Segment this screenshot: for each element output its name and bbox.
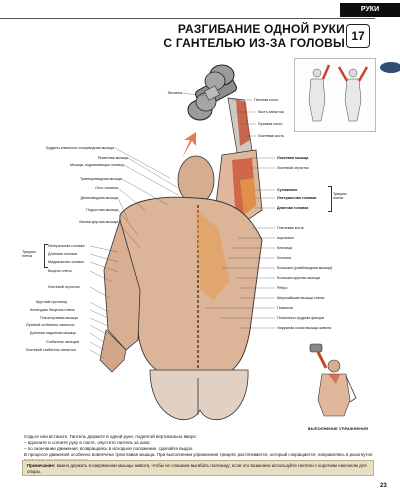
label-right-12: Лопатка bbox=[277, 256, 291, 260]
page-number: 23 bbox=[380, 483, 387, 489]
header-rule bbox=[0, 18, 375, 19]
label-right-14: Большая круглая мышца bbox=[277, 276, 320, 280]
label-right-5: Локтевой отросток bbox=[277, 166, 309, 170]
label-left-8: Малая круглая мышца bbox=[79, 220, 118, 224]
exercise-inset-figure bbox=[309, 343, 357, 417]
label-phalanx: Фаланга bbox=[167, 91, 182, 95]
label-right-8: Длинная головка bbox=[277, 206, 309, 210]
label-left-16: Плечелучевая мышца bbox=[40, 316, 78, 320]
label-right-1: Кость запястья bbox=[258, 110, 284, 114]
note-label: Примечание: bbox=[27, 463, 56, 468]
description-line-2: – по окончании движения, возвращаясь в и… bbox=[24, 446, 194, 451]
label-left-2: Ременная мышца bbox=[97, 156, 128, 160]
right-leader-lines bbox=[205, 99, 275, 329]
left-leader-lines bbox=[89, 92, 206, 359]
label-right-11: Ключица bbox=[277, 246, 293, 250]
label-left-9: Латеральная головка bbox=[48, 244, 85, 248]
page-marker-oval bbox=[380, 62, 400, 73]
label-left-15: Аппендикс бицепса плеча bbox=[30, 308, 75, 312]
note-box: Примечание: важно держать в напряжении м… bbox=[22, 460, 374, 476]
label-right-19: Наружная косая мышца живота bbox=[277, 326, 332, 330]
label-right-4: Локтевая мышца bbox=[277, 156, 309, 160]
label-left-18: Длинная ладонная мышца bbox=[30, 331, 76, 335]
label-left-10: Длинная головка bbox=[48, 252, 78, 256]
description-line-0: Сядьте или встаньте. Гантель держите в о… bbox=[24, 434, 197, 439]
label-left-1: Грудино-ключично-сосцевидная мышца bbox=[45, 146, 114, 150]
label-right-0: Пястная кость bbox=[254, 98, 279, 102]
label-left-14: Крутлый пронатор bbox=[36, 300, 68, 304]
triceps-right-bracket bbox=[328, 186, 332, 212]
note-text: важно держать в напряжении мышцы живота,… bbox=[27, 463, 367, 474]
inset-caption: ВЫПОЛНЕНИЕ УПРАЖНЕНИЯ bbox=[307, 427, 369, 431]
exercise-inset bbox=[300, 340, 374, 424]
label-right-9: Плечевая кость bbox=[277, 226, 304, 230]
triceps-left-bracket bbox=[44, 244, 48, 268]
label-right-6: Сухожилие bbox=[277, 188, 298, 192]
triceps-left-label: Трицепс плеча bbox=[22, 250, 37, 259]
label-left-4: Трапециевидная мышца bbox=[79, 177, 122, 181]
label-right-3: Локтевая кость bbox=[258, 134, 284, 138]
label-left-20: Локтевой сгибатель запястья bbox=[26, 348, 76, 352]
label-right-16: Широчайшая мышца спины bbox=[277, 296, 325, 300]
label-left-11: Медиальная головка bbox=[48, 260, 84, 264]
reference-figures bbox=[308, 64, 369, 122]
triceps-right-label: Трицепс плеча bbox=[333, 192, 348, 201]
label-right-15: Ребро bbox=[277, 286, 288, 290]
label-left-17: Лучевой сгибатель запястья bbox=[26, 323, 75, 327]
label-right-17: Позвонок bbox=[277, 306, 294, 310]
label-left-6: Дельтовидная мышца bbox=[80, 196, 119, 200]
label-right-18: Пояснично-грудная фасция bbox=[277, 316, 325, 320]
label-left-5: Ость лопатки bbox=[95, 186, 118, 190]
triceps-right-group: Трицепс плеча bbox=[333, 192, 357, 201]
label-right-7: Латеральная головка bbox=[277, 196, 317, 200]
label-left-3: Мышца, поднимающая лопатку bbox=[70, 163, 124, 167]
exercise-number: 17 bbox=[346, 24, 370, 48]
direction-arrow bbox=[182, 132, 196, 158]
label-left-12: Бицепс плеча bbox=[48, 269, 72, 273]
top-bar bbox=[0, 0, 400, 20]
reference-figure-box bbox=[294, 58, 376, 132]
title-line-1: РАЗГИБАНИЕ ОДНОЙ РУКИ bbox=[177, 22, 345, 36]
label-right-13: Большая (ромбовидная мышца) bbox=[277, 266, 333, 270]
label-right-2: Лучевая кость bbox=[258, 122, 283, 126]
label-left-7: Подостная мышца bbox=[86, 208, 118, 212]
section-tab: РУКИ bbox=[340, 3, 400, 17]
dumbbell-illustration bbox=[187, 64, 237, 121]
description-line-1: – вдохните и согните руку в локте, опуст… bbox=[24, 440, 151, 445]
label-left-19: Сгибатель пальцев bbox=[46, 340, 79, 344]
triceps-left-group: Трицепс плеча bbox=[22, 250, 44, 259]
exercise-title: РАЗГИБАНИЕ ОДНОЙ РУКИ С ГАНТЕЛЬЮ ИЗ-ЗА Г… bbox=[150, 22, 345, 50]
title-line-2: С ГАНТЕЛЬЮ ИЗ-ЗА ГОЛОВЫ bbox=[163, 36, 345, 50]
label-left-13: Локтевой отросток bbox=[48, 285, 80, 289]
label-right-10: Акромион bbox=[277, 236, 294, 240]
